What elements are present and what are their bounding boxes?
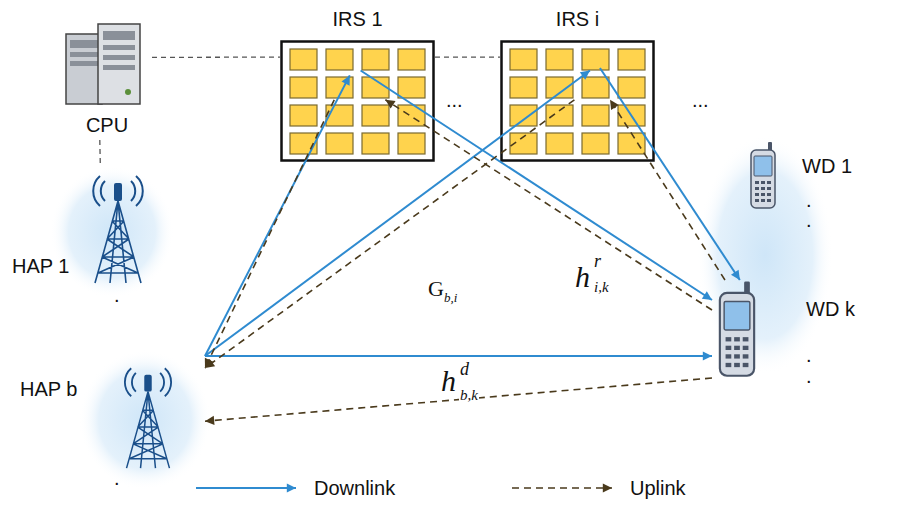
control-link xyxy=(435,56,500,57)
irs-panel: IRS i xyxy=(500,40,655,162)
ellipsis-dot: ... xyxy=(692,90,709,110)
channel-symbol: h xyxy=(575,262,590,292)
ellipsis-dot: . xyxy=(114,468,120,488)
legend-line xyxy=(512,487,612,489)
hap-tower xyxy=(125,368,171,468)
downlink-arrow xyxy=(361,71,712,301)
uplink-arrow xyxy=(205,100,574,368)
uplink-arrow xyxy=(610,100,725,280)
legend-text: Uplink xyxy=(630,475,686,501)
node-label: HAP 1 xyxy=(12,255,69,278)
phone-icon xyxy=(720,281,754,375)
ellipsis-dot: . xyxy=(806,366,812,386)
legend-item: Downlink xyxy=(192,475,395,501)
hap-tower: HAP b xyxy=(112,348,205,470)
node-label: IRS i xyxy=(500,8,655,31)
ellipsis-dot: ... xyxy=(446,90,463,110)
coverage-glow xyxy=(79,350,211,490)
downlink-arrow xyxy=(205,75,350,356)
channel-symbol: b,i xyxy=(444,291,457,304)
coverage-glow xyxy=(50,166,174,298)
node-label: HAP b xyxy=(20,378,77,401)
downlink-arrow xyxy=(205,71,590,357)
node-label: IRS 1 xyxy=(280,8,435,31)
ellipsis-dot: . xyxy=(806,190,812,210)
legend-sample xyxy=(192,475,304,501)
channel-symbol: d xyxy=(459,360,470,378)
irs-panel xyxy=(502,42,654,161)
uplink-arrow xyxy=(205,378,712,421)
legend-item: Uplink xyxy=(508,475,686,501)
legend-text: Downlink xyxy=(314,475,395,501)
wireless-device: WD 1 xyxy=(740,141,786,211)
uplink-arrow xyxy=(205,100,334,368)
ellipsis-dot: . xyxy=(114,285,120,305)
channel-symbol: i,k xyxy=(594,280,609,295)
hap-tower xyxy=(93,176,143,283)
node-label: WD 1 xyxy=(802,155,852,178)
irs-panel xyxy=(282,42,434,161)
ellipsis-dot: . xyxy=(806,210,812,230)
downlink-arrow xyxy=(205,355,712,357)
uplink-arrow xyxy=(385,100,712,310)
cpu-server: CPU xyxy=(62,22,152,140)
channel-symbol: h xyxy=(440,366,457,396)
channel-symbol: r xyxy=(594,252,601,270)
node-label: CPU xyxy=(62,114,152,137)
wireless-device: WD k xyxy=(712,280,760,380)
legend-line xyxy=(196,487,296,489)
control-link xyxy=(152,56,280,58)
irs-panel: IRS 1 xyxy=(280,40,435,162)
hap-tower: HAP 1 xyxy=(80,165,150,282)
channel-symbol: b,k xyxy=(459,388,479,403)
channel-symbol: G xyxy=(428,278,444,300)
node-label: WD k xyxy=(806,298,855,321)
control-link xyxy=(99,140,101,165)
legend-sample xyxy=(508,475,620,501)
downlink-arrow xyxy=(600,68,740,280)
ellipsis-dot: . xyxy=(806,345,812,365)
phone-icon xyxy=(751,142,775,208)
cpu-server xyxy=(66,24,140,104)
